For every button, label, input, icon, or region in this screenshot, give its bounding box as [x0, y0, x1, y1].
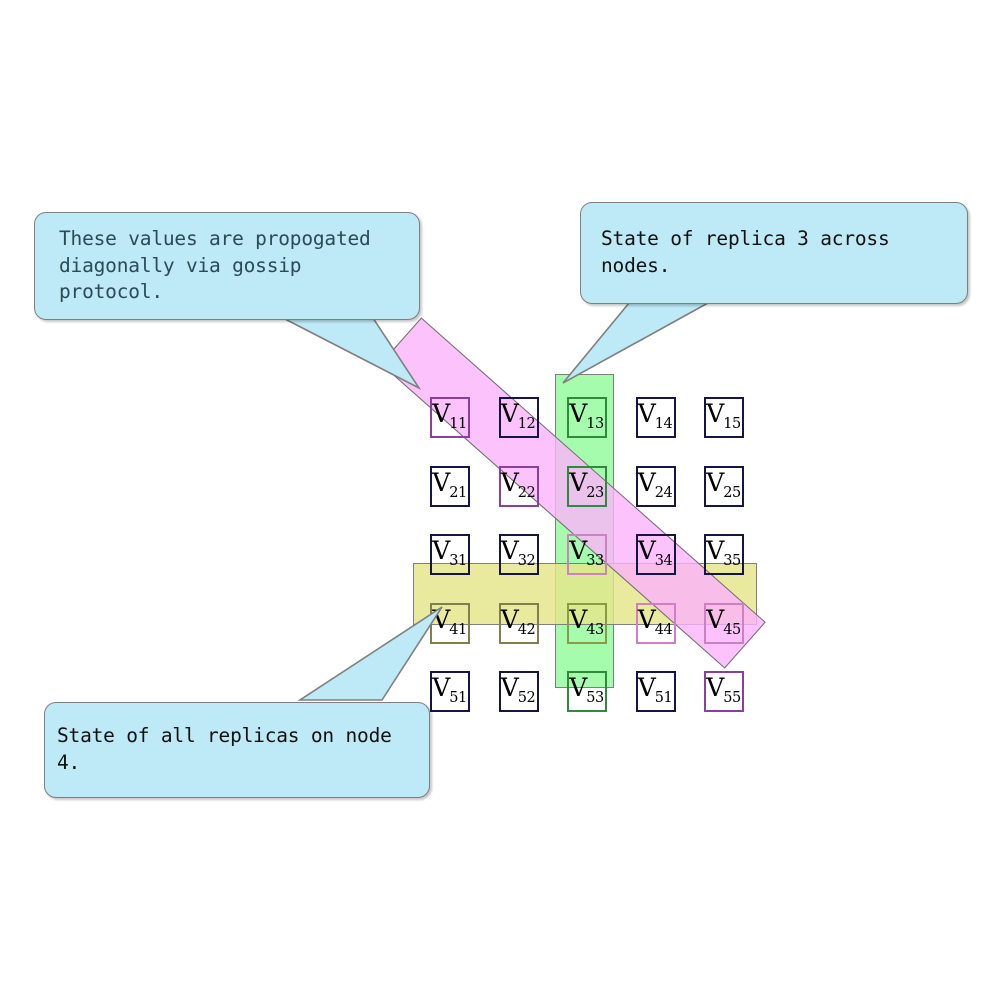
- value-cell-label: V51: [432, 673, 467, 707]
- value-cell-label: V12: [500, 399, 536, 433]
- value-cell-label: V55: [706, 673, 741, 707]
- value-cell-label: V34: [637, 536, 673, 570]
- value-cell-label: V52: [500, 673, 536, 707]
- value-cell-44: V44: [635, 602, 676, 644]
- value-cell-label: V53: [569, 673, 604, 707]
- value-cell-31: V31: [430, 534, 470, 575]
- value-cell-22: V22: [498, 465, 539, 507]
- value-cell-label: V22: [500, 467, 536, 501]
- callout-gossip: These values are propogated diagonally v…: [34, 212, 420, 320]
- value-cell-35: V35: [704, 534, 744, 575]
- value-cell-42: V42: [498, 602, 539, 644]
- callout-replica: State of replica 3 across nodes.: [580, 202, 968, 304]
- value-cell-label: V11: [432, 399, 467, 433]
- callout-node-text: State of all replicas on node 4.: [57, 724, 392, 774]
- value-cell-51: V51: [635, 671, 676, 712]
- value-cell-21: V21: [430, 465, 470, 507]
- value-cell-52: V52: [498, 671, 539, 712]
- value-cell-34: V34: [635, 534, 676, 575]
- value-cell-15: V15: [704, 397, 744, 438]
- value-cell-11: V11: [430, 397, 470, 438]
- value-cell-label: V32: [500, 536, 536, 570]
- value-cell-33: V33: [567, 534, 607, 575]
- value-cell-12: V12: [498, 397, 539, 438]
- value-cell-25: V25: [704, 465, 744, 507]
- callout-node: State of all replicas on node 4.: [44, 702, 430, 798]
- value-cell-label: V13: [569, 399, 604, 433]
- value-cell-label: V43: [569, 604, 604, 638]
- callout-replica-text: State of replica 3 across nodes.: [601, 227, 890, 277]
- value-cell-45: V45: [704, 602, 744, 644]
- value-cell-label: V44: [637, 604, 673, 638]
- value-cell-label: V33: [569, 536, 604, 570]
- value-cell-32: V32: [498, 534, 539, 575]
- callout-gossip-text: These values are propogated diagonally v…: [59, 226, 371, 304]
- value-cell-label: V23: [569, 467, 604, 501]
- value-cell-23: V23: [567, 465, 607, 507]
- value-cell-51: V51: [430, 671, 470, 712]
- value-cell-13: V13: [567, 397, 607, 438]
- value-cell-label: V21: [432, 467, 467, 501]
- value-cell-14: V14: [635, 397, 676, 438]
- value-cell-43: V43: [567, 602, 607, 644]
- value-cell-label: V35: [706, 536, 741, 570]
- value-cell-label: V51: [637, 673, 673, 707]
- value-cell-label: V15: [706, 399, 741, 433]
- value-cell-label: V45: [706, 604, 741, 638]
- value-cell-53: V53: [567, 671, 607, 712]
- value-cell-24: V24: [635, 465, 676, 507]
- value-cell-label: V14: [637, 399, 673, 433]
- value-cell-label: V31: [432, 536, 467, 570]
- value-cell-55: V55: [704, 671, 744, 712]
- value-cell-label: V24: [637, 467, 673, 501]
- value-cell-label: V25: [706, 467, 741, 501]
- value-cell-label: V42: [500, 604, 536, 638]
